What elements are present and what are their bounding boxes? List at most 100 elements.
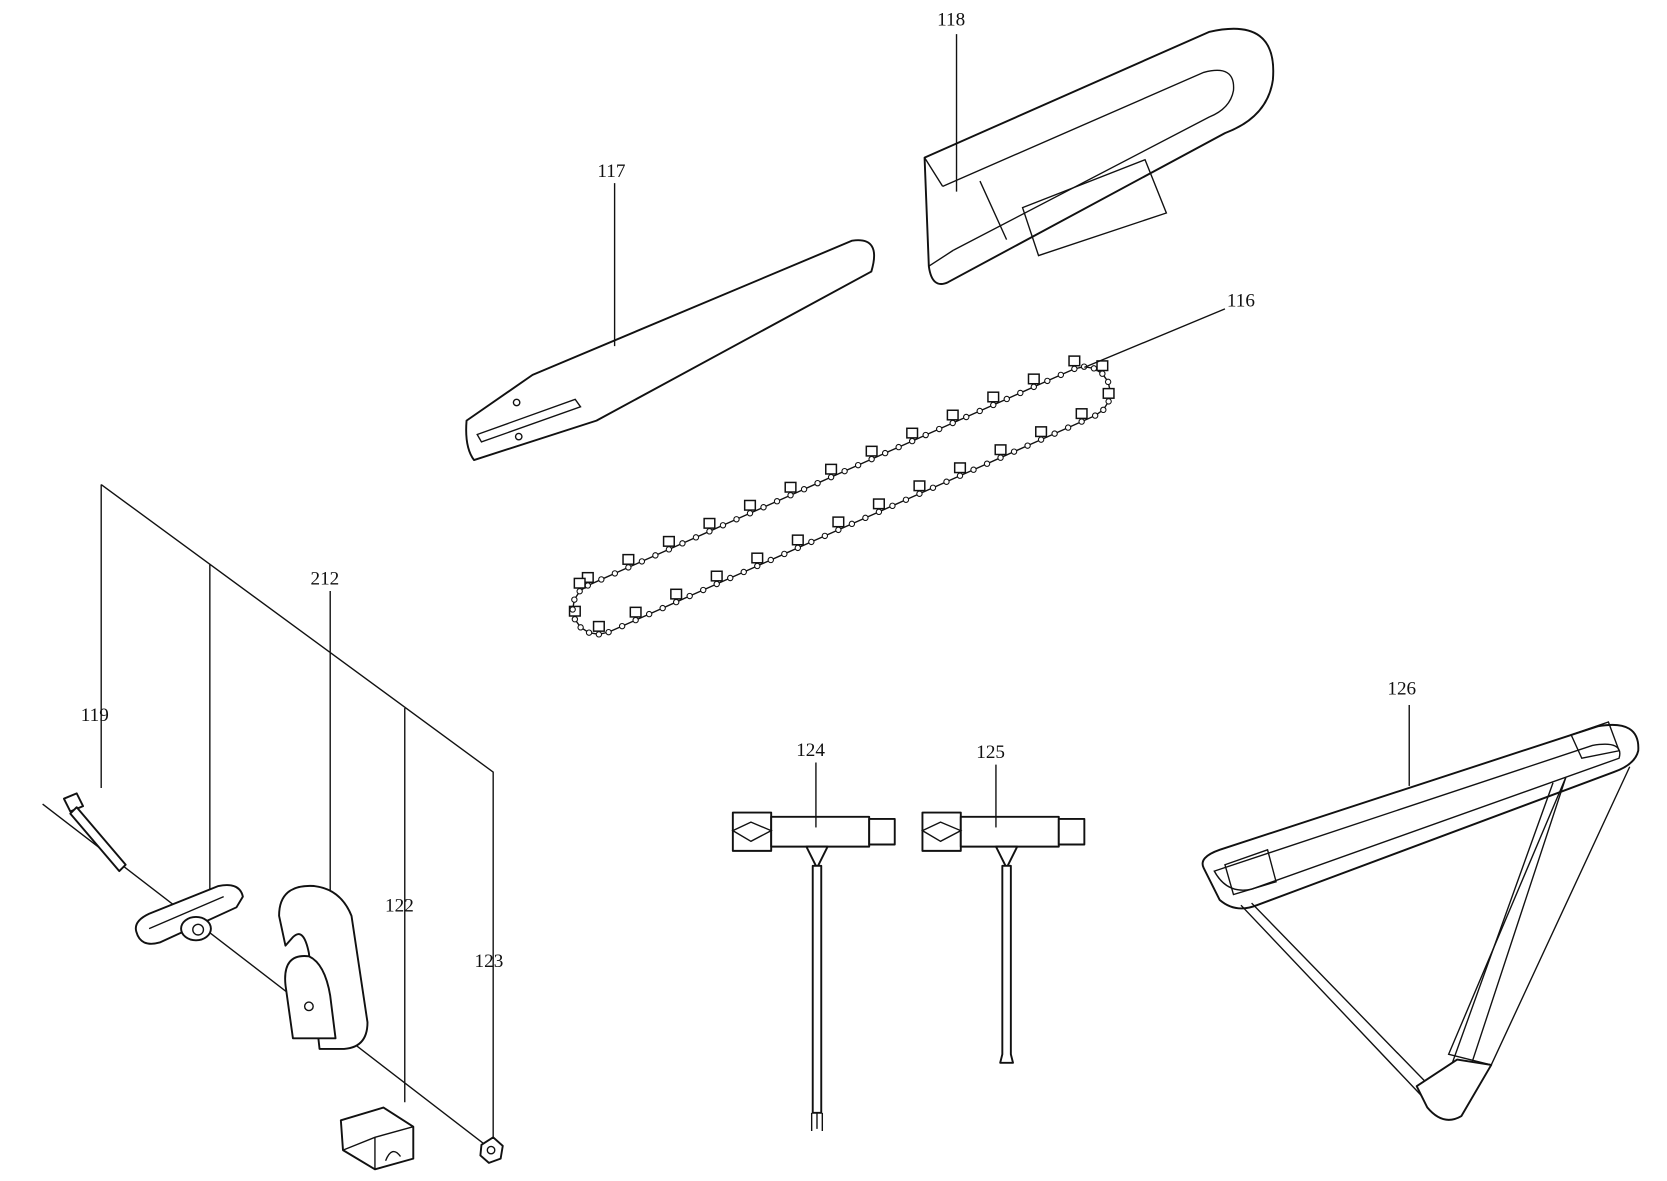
chain-cutter-tooth [784, 481, 797, 493]
chain-rivet [679, 540, 686, 547]
chain-cutter-tooth [913, 480, 926, 492]
chain-rivet [908, 437, 916, 445]
chain-rivet [821, 532, 829, 540]
chain-rivet [571, 596, 578, 603]
chain-cutter-tooth [592, 620, 605, 632]
chain-rivet [1090, 365, 1098, 372]
chain-cutter-tooth [662, 535, 675, 547]
part-117-guide-bar [465, 239, 876, 462]
chain-rivet [1091, 412, 1099, 419]
label-122: 122 [385, 896, 414, 917]
chain-cutter-tooth [825, 463, 838, 475]
leader-116 [1084, 308, 1226, 369]
chain-rivet [598, 576, 605, 583]
chain-rivet [1100, 406, 1107, 414]
chain-rivet [760, 504, 767, 511]
chain-rivet [576, 588, 583, 595]
chain-rivet [827, 473, 835, 481]
chain-cutter-tooth [670, 588, 683, 600]
chain-rivet [569, 606, 576, 613]
chain-rivet [922, 431, 929, 439]
label-126: 126 [1387, 678, 1416, 699]
chain-rivet [1071, 365, 1078, 373]
chain-cutter-tooth [1068, 355, 1081, 367]
chain-rivet [943, 478, 950, 485]
chain-cutter-tooth [1102, 387, 1115, 399]
chain-rivet [889, 502, 896, 510]
chain-rivet [854, 461, 862, 469]
chain-rivet [983, 460, 991, 467]
label-125: 125 [976, 742, 1005, 763]
chain-rivet [868, 455, 875, 463]
chain-rivet [800, 486, 808, 493]
chain-rivet [571, 616, 579, 623]
chain-rivet [665, 546, 673, 553]
chain-rivet [638, 558, 646, 565]
part-116-saw-chain [568, 355, 1115, 638]
chain-rivet [956, 472, 964, 479]
chain-rivet [577, 624, 584, 631]
chain-rivet [672, 598, 680, 606]
chain-rivet [936, 425, 943, 433]
chain-cutter-tooth [1035, 426, 1048, 438]
chain-rivet [895, 443, 902, 451]
chain-rivet [875, 508, 883, 516]
chain-rivet [700, 586, 707, 594]
chain-rivet [862, 514, 869, 522]
assembly-leaders [42, 483, 494, 1151]
chain-cutter-tooth [791, 534, 804, 546]
chain-rivet [916, 490, 923, 497]
chain-cutter-tooth [751, 552, 764, 564]
chain-rivet [713, 580, 720, 588]
part-123-nut [479, 1136, 504, 1164]
label-117: 117 [597, 161, 625, 182]
part-knob [134, 884, 244, 945]
chain-cutter-tooth [872, 498, 885, 510]
chain-rivet [733, 516, 740, 523]
chain-rivet [976, 407, 983, 415]
chain-cutter-tooth [1096, 360, 1109, 372]
chain-cutter-tooth [581, 571, 594, 584]
chain-rivet [1051, 430, 1058, 437]
part-125-t-wrench [920, 811, 1086, 1064]
chain-rivet [794, 544, 802, 552]
chain-cutter-tooth [629, 606, 642, 618]
chain-rivet [1037, 436, 1045, 443]
chain-rivet [692, 534, 700, 541]
chain-cutter-tooth [953, 462, 967, 474]
chain-rivet [929, 484, 937, 491]
chain-rivet [1044, 377, 1051, 385]
chain-cutter-tooth [994, 444, 1007, 456]
chain-cutter-tooth [743, 499, 757, 511]
chain-rivet [1064, 424, 1072, 431]
chain-rivet [814, 479, 821, 487]
chain-rivet [773, 498, 781, 505]
chain-rivet [949, 419, 956, 427]
chain-rivet [1030, 383, 1038, 391]
part-118-bar-cover [923, 27, 1275, 285]
label-116: 116 [1227, 291, 1255, 312]
chain-rivet [632, 616, 639, 624]
chain-rivet [1078, 418, 1085, 425]
label-123: 123 [475, 951, 504, 972]
chain-rivet [1104, 378, 1112, 386]
chain-rivet [595, 631, 603, 638]
chain-rivet [746, 510, 754, 517]
chain-rivet [787, 492, 794, 499]
chain-rivet [740, 568, 747, 576]
chain-rivet [848, 520, 856, 528]
chain-rivet [902, 496, 910, 503]
chain-rivet [767, 556, 774, 564]
chain-rivet [686, 592, 693, 600]
part-122-block [339, 1106, 415, 1171]
chain-rivet [1099, 370, 1106, 377]
chain-rivet [719, 522, 727, 529]
chain-rivet [963, 413, 970, 421]
chain-cutter-tooth [1027, 373, 1040, 385]
label-212: 212 [311, 569, 340, 590]
chain-rivet [584, 582, 592, 589]
chain-rivet [1024, 442, 1031, 449]
chain-cutter-tooth [906, 427, 919, 439]
chain-rivet [727, 574, 734, 582]
